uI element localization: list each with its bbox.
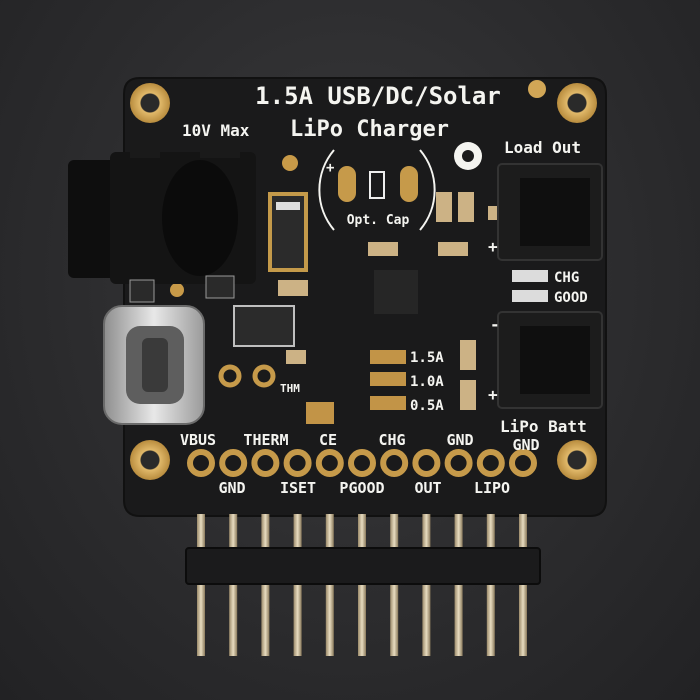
dc-barrel-jack [68,140,256,284]
bottom-pin-label: LIPO [474,479,510,497]
subtitle-charger: LiPo Charger [290,117,449,142]
header-pad [476,449,505,477]
header-pad [509,449,537,477]
chg-led-label: CHG [554,270,579,286]
cap-plus-label: + [326,160,334,176]
opt-cap-label: Opt. Cap [347,213,410,228]
header-pad [283,449,312,477]
bottom-pin-labels: GND ISET PGOOD OUT LIPO [218,479,510,497]
bottom-pin-label: GND [218,479,245,497]
header-pad [348,449,376,477]
batt-plus-label: + [488,385,498,404]
top-pin-label: CE [319,431,337,449]
usb-c-port [103,305,205,425]
header-pad [380,449,409,477]
current-05-label: 0.5A [410,398,444,414]
board-title: 1.5A USB/DC/Solar [255,82,501,110]
lipo-batt-label: LiPo Batt [500,417,587,436]
header-pad [444,449,473,477]
mounting-hole-icons [130,80,597,480]
jst-connectors [497,163,603,409]
header-pad [219,449,248,477]
top-pin-label: VBUS [180,431,216,449]
top-pin-label: CHG [378,431,405,449]
good-led-label: GOOD [554,290,588,306]
header-pad [251,449,280,477]
header-pad [412,449,441,477]
subtitle-max: 10V Max [182,121,250,140]
top-pin-labels: VBUS THERM CE CHG GND GND [180,431,540,454]
load-plus-label: + [488,237,498,256]
top-pin-label: GND [512,436,539,454]
current-10-label: 1.0A [410,374,444,390]
top-pin-label: GND [446,431,473,449]
bottom-pin-label: PGOOD [339,479,384,497]
header-pad [187,449,215,477]
pin-header-strip [185,514,541,656]
thm-label: THM [280,382,300,395]
bottom-pin-label: OUT [414,479,441,497]
load-out-label: Load Out [504,138,581,157]
smd-components [129,166,548,424]
batt-minus-label: - [490,315,500,334]
header-pads [187,449,537,477]
header-pad [315,449,344,477]
adafruit-flower-icon [454,142,482,170]
top-pin-label: THERM [243,431,288,449]
current-15-label: 1.5A [410,350,444,366]
bottom-pin-label: ISET [280,479,316,497]
